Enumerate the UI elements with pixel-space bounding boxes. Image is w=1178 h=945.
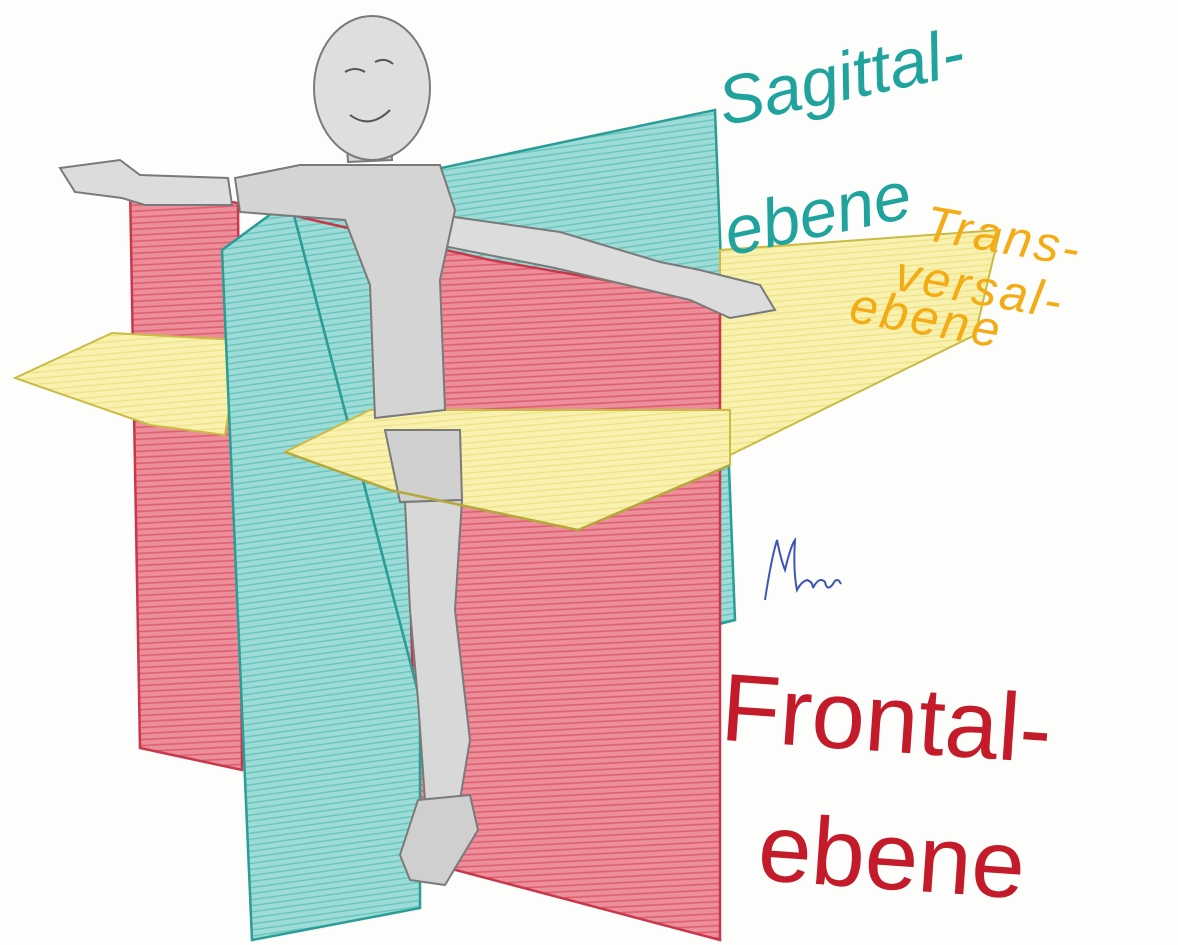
frontal-label-line1: Frontal-	[718, 660, 1055, 779]
signature-mark	[765, 540, 841, 600]
transversal-plane-back	[15, 333, 240, 435]
frontal-label-line2: ebene	[755, 800, 1028, 914]
